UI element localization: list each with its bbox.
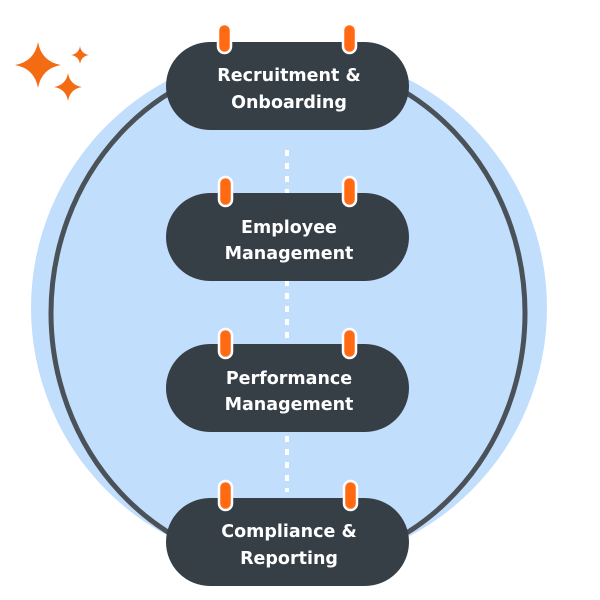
stage-label: Compliance &: [221, 522, 357, 542]
stage-label: Management: [225, 395, 354, 415]
stage-label: Onboarding: [231, 93, 347, 113]
binder-tab-right: [341, 175, 358, 208]
stage-pill: [166, 42, 409, 130]
stage-pill: [166, 344, 409, 432]
binder-tab-right: [342, 479, 359, 512]
binder-tab-left: [217, 175, 234, 208]
stage-label: Employee: [241, 218, 337, 238]
stage-pill: [166, 193, 409, 281]
stage-pill: [166, 498, 409, 586]
stage-label: Reporting: [240, 549, 338, 569]
stage-employee-management: Employee Management: [166, 175, 409, 281]
sparkle-small: [71, 46, 89, 64]
stage-label: Management: [225, 244, 354, 264]
stage-label: Recruitment &: [217, 66, 360, 86]
binder-tab-left: [217, 327, 234, 360]
stage-label: Performance: [226, 369, 352, 389]
stage-compliance-reporting: Compliance & Reporting: [166, 479, 409, 586]
binder-tab-left: [217, 479, 234, 512]
stage-recruitment-onboarding: Recruitment & Onboarding: [166, 22, 409, 130]
binder-tab-right: [341, 22, 358, 55]
stage-performance-management: Performance Management: [166, 327, 409, 432]
sparkle-large: [15, 42, 61, 88]
sparkle-medium: [54, 73, 82, 101]
sparkles-icon: [15, 42, 89, 101]
binder-tab-left: [216, 22, 233, 55]
binder-tab-right: [341, 327, 358, 360]
